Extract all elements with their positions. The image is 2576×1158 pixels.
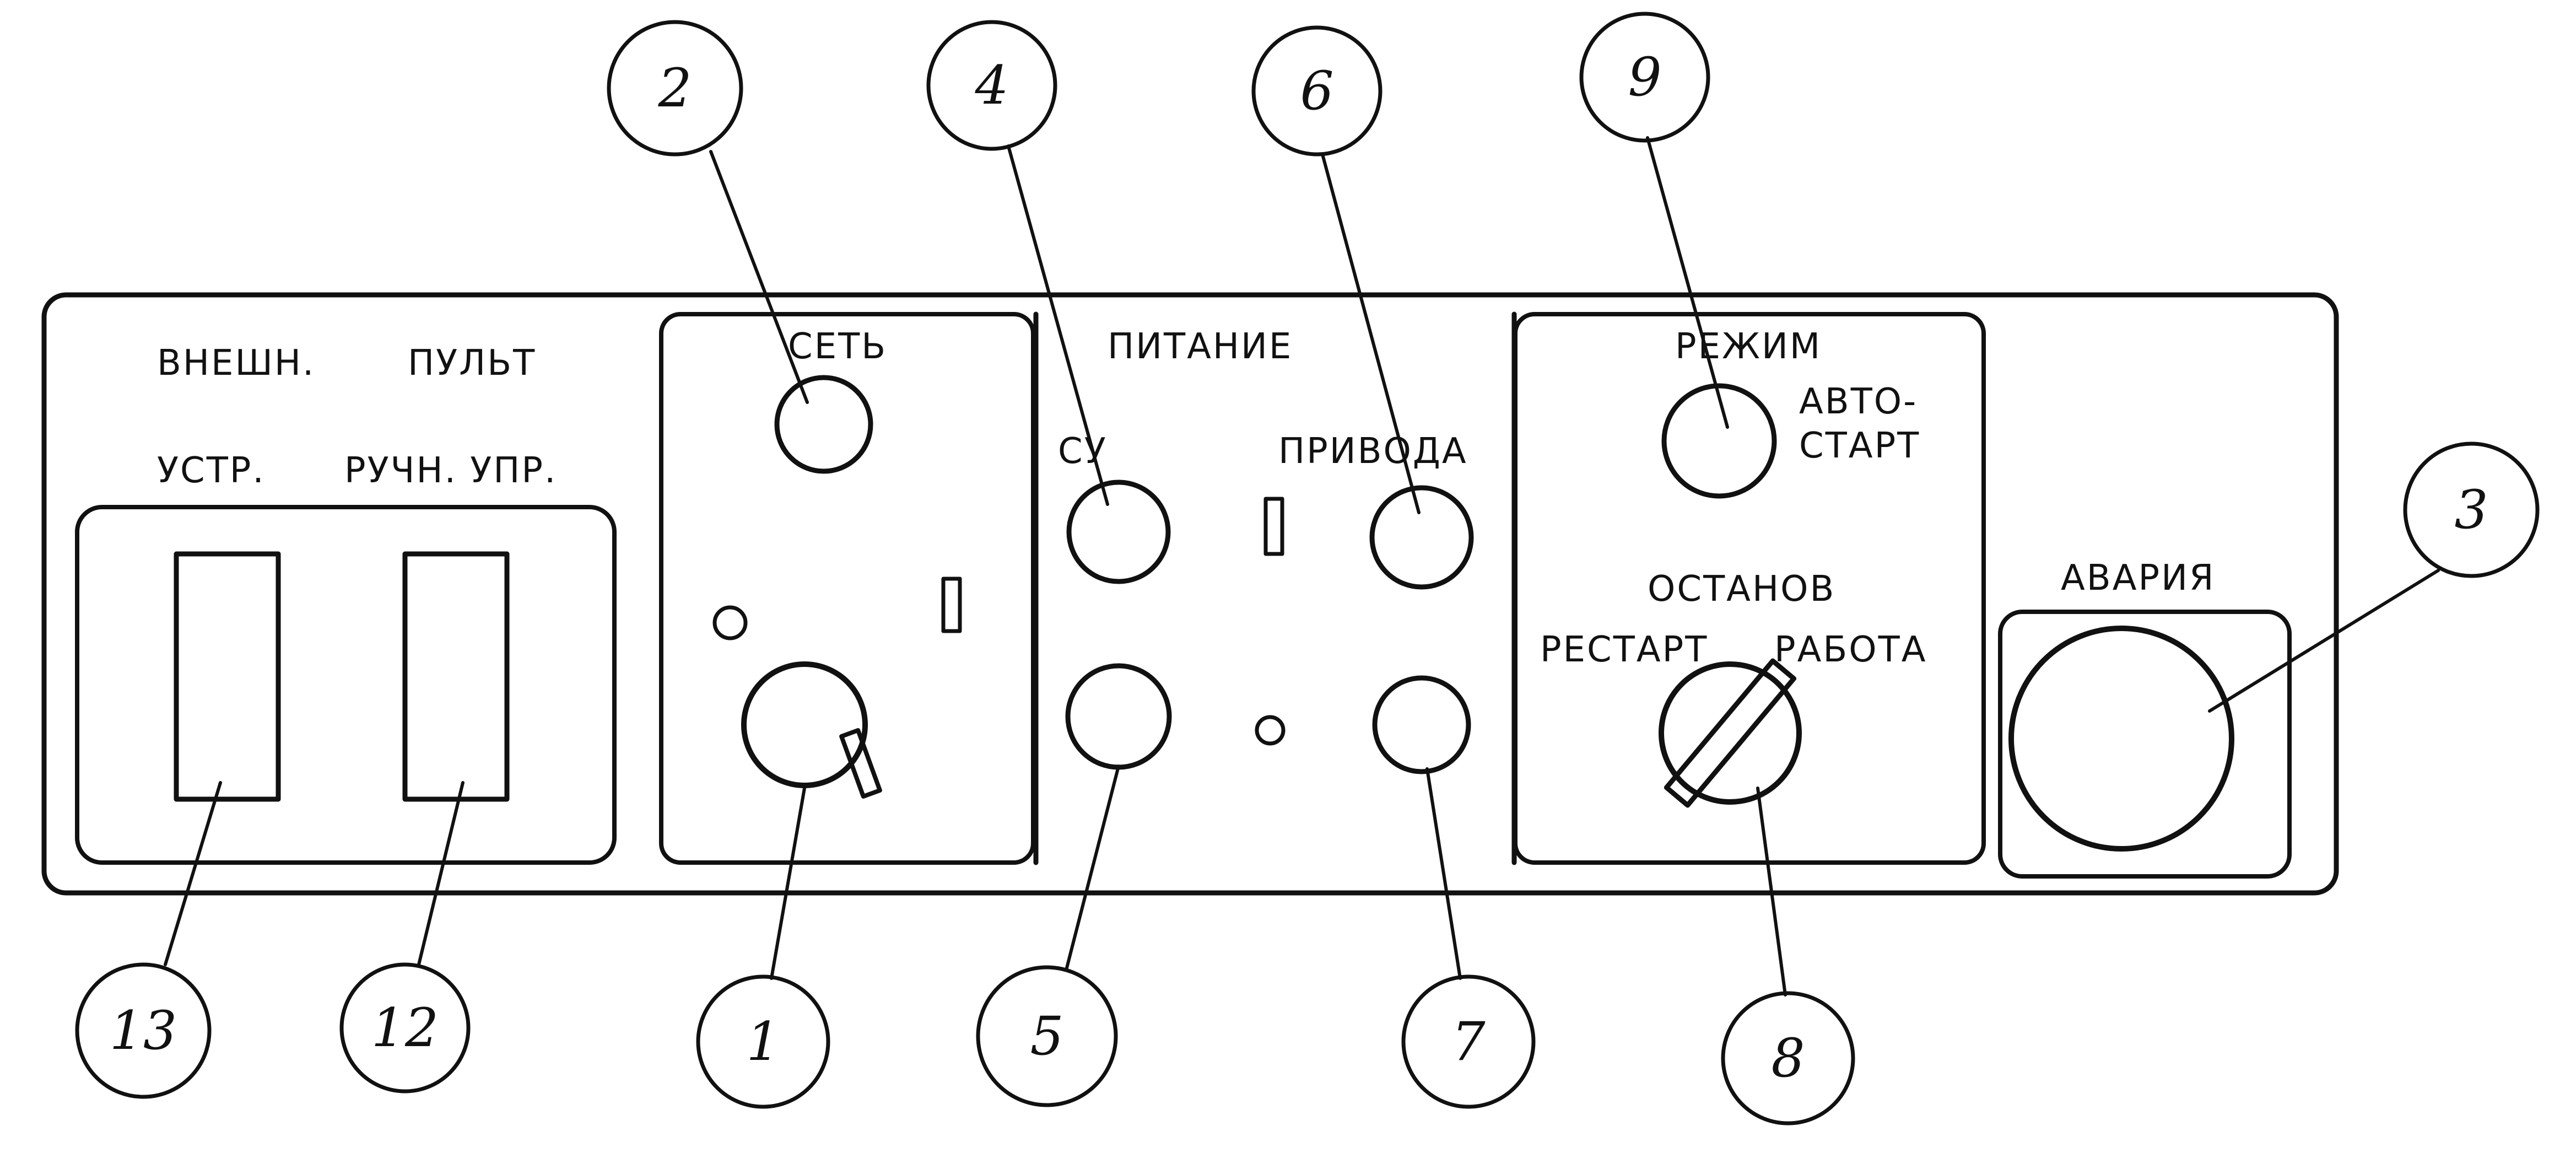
autostart-button[interactable] xyxy=(1661,383,1777,499)
leader-line-7 xyxy=(1425,767,1462,980)
callout-number-1: 1 xyxy=(746,1011,780,1073)
label-pult: ПУЛЬТ xyxy=(408,343,536,384)
label-rabota: РАБОТА xyxy=(1774,629,1927,670)
network-slot-indicator xyxy=(941,577,962,633)
label-ostanov: ОСТАНОВ xyxy=(1648,569,1835,610)
external-device-switch[interactable] xyxy=(174,551,281,802)
callout-number-8: 8 xyxy=(1771,1027,1805,1089)
leader-line-4 xyxy=(1007,144,1109,506)
alarm-stop-button[interactable] xyxy=(2008,626,2234,852)
label-pitanie: ПИТАНИЕ xyxy=(1108,326,1293,367)
power-slot-indicator xyxy=(1263,497,1284,556)
label-privoda: ПРИВОДА xyxy=(1278,431,1468,472)
mode-rotary-switch[interactable] xyxy=(1659,661,1802,805)
alarm-button-frame xyxy=(1998,610,2292,879)
network-indicator-lamp xyxy=(774,375,873,474)
switch-group-frame xyxy=(75,505,617,865)
leader-line-2 xyxy=(709,150,809,404)
callout-number-5: 5 xyxy=(1030,1005,1063,1067)
label-vneshn: ВНЕШН. xyxy=(157,343,315,384)
callout-4: 4 xyxy=(926,20,1057,151)
network-small-indicator xyxy=(712,605,748,640)
manual-control-switch[interactable] xyxy=(402,551,510,802)
callout-number-12: 12 xyxy=(371,997,439,1059)
su-power-button[interactable] xyxy=(1065,663,1172,770)
su-power-lamp xyxy=(1066,480,1171,584)
label-set: СЕТЬ xyxy=(788,326,887,367)
mode-section-frame xyxy=(1513,312,1986,865)
callout-number-6: 6 xyxy=(1300,60,1333,122)
label-start: СТАРТ xyxy=(1799,426,1920,466)
drive-power-button[interactable] xyxy=(1372,675,1471,774)
leader-line-12 xyxy=(417,781,465,966)
callout-3: 3 xyxy=(2403,441,2540,578)
callout-6: 6 xyxy=(1251,25,1382,157)
network-switch-handle xyxy=(839,728,882,799)
callout-12: 12 xyxy=(339,962,471,1094)
network-rotary-switch[interactable] xyxy=(741,661,868,788)
callout-9: 9 xyxy=(1579,12,1710,143)
callout-5: 5 xyxy=(976,965,1118,1107)
label-su: СУ xyxy=(1058,431,1108,472)
callout-number-2: 2 xyxy=(657,57,692,119)
callout-13: 13 xyxy=(75,962,212,1099)
callout-1: 1 xyxy=(696,974,830,1109)
leader-line-3 xyxy=(2208,569,2440,713)
callout-number-3: 3 xyxy=(2454,479,2488,541)
callout-2: 2 xyxy=(607,20,743,157)
label-ustr: УСТР. xyxy=(157,450,266,491)
callout-number-13: 13 xyxy=(110,1000,177,1062)
drive-power-lamp xyxy=(1369,485,1474,590)
callout-8: 8 xyxy=(1721,991,1855,1125)
panel-frame xyxy=(41,292,2339,896)
network-section-frame xyxy=(659,312,1035,865)
label-avariya: АВАРИЯ xyxy=(2061,558,2215,599)
leader-line-8 xyxy=(1756,787,1787,997)
label-rezhim: РЕЖИМ xyxy=(1675,326,1822,367)
label-avto: АВТО- xyxy=(1799,381,1918,422)
callout-number-7: 7 xyxy=(1451,1011,1485,1073)
leader-line-6 xyxy=(1321,153,1421,514)
label-restart: РЕСТАРТ xyxy=(1540,629,1708,670)
mode-switch-handle xyxy=(1664,658,1797,808)
callout-number-4: 4 xyxy=(974,55,1008,116)
callout-number-9: 9 xyxy=(1628,46,1661,108)
callout-7: 7 xyxy=(1401,974,1536,1109)
leader-line-1 xyxy=(770,787,806,980)
power-small-indicator xyxy=(1255,715,1286,746)
leader-line-13 xyxy=(164,781,222,966)
leader-line-5 xyxy=(1065,764,1120,972)
label-ruchn-upr: РУЧН. УПР. xyxy=(344,450,557,491)
leader-line-9 xyxy=(1646,136,1729,429)
